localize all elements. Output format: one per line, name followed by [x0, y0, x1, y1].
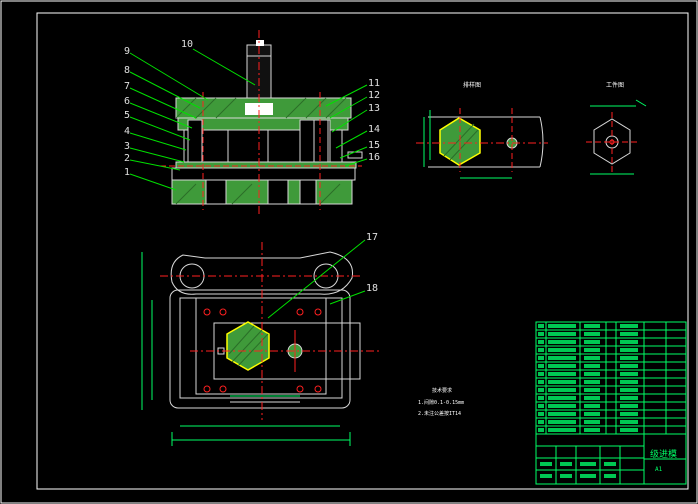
strip-layout-title: 排样图: [463, 82, 482, 89]
strip-layout-view: [416, 108, 548, 179]
part-number-10: 10: [181, 39, 194, 50]
workpiece-title: 工件图: [606, 82, 625, 89]
part-number-6: 6: [124, 96, 131, 107]
part-number-5: 5: [124, 110, 131, 121]
part-number-16: 16: [368, 152, 381, 163]
tech-req-item-1: 1.间隙0.1-0.15mm: [418, 400, 465, 406]
workpiece-view: [586, 99, 647, 175]
tech-req-item-2: 2.未注公差按IT14: [418, 411, 462, 417]
part-number-17: 17: [366, 232, 379, 243]
part-number-18: 18: [366, 283, 379, 294]
part-number-4: 4: [124, 126, 131, 137]
drawing-scale: A1: [655, 466, 663, 473]
front-section-view: [129, 30, 368, 215]
inner-frame: [36, 12, 689, 490]
part-number-11: 11: [368, 78, 381, 89]
parts-list-cells: [538, 324, 638, 478]
tech-req-title: 技术要求: [432, 388, 453, 394]
parts-list-table: [535, 321, 687, 485]
part-number-8: 8: [124, 65, 131, 76]
part-number-1: 1: [124, 167, 131, 178]
part-number-12: 12: [368, 90, 381, 101]
top-plan-view: [141, 239, 380, 446]
part-number-15: 15: [368, 140, 381, 151]
part-number-7: 7: [124, 81, 131, 92]
part-number-14: 14: [368, 124, 381, 135]
part-number-3: 3: [124, 141, 131, 152]
part-number-13: 13: [368, 103, 381, 114]
part-number-9: 9: [124, 46, 131, 57]
part-number-2: 2: [124, 153, 131, 164]
drawing-name: 级进模: [650, 450, 678, 460]
